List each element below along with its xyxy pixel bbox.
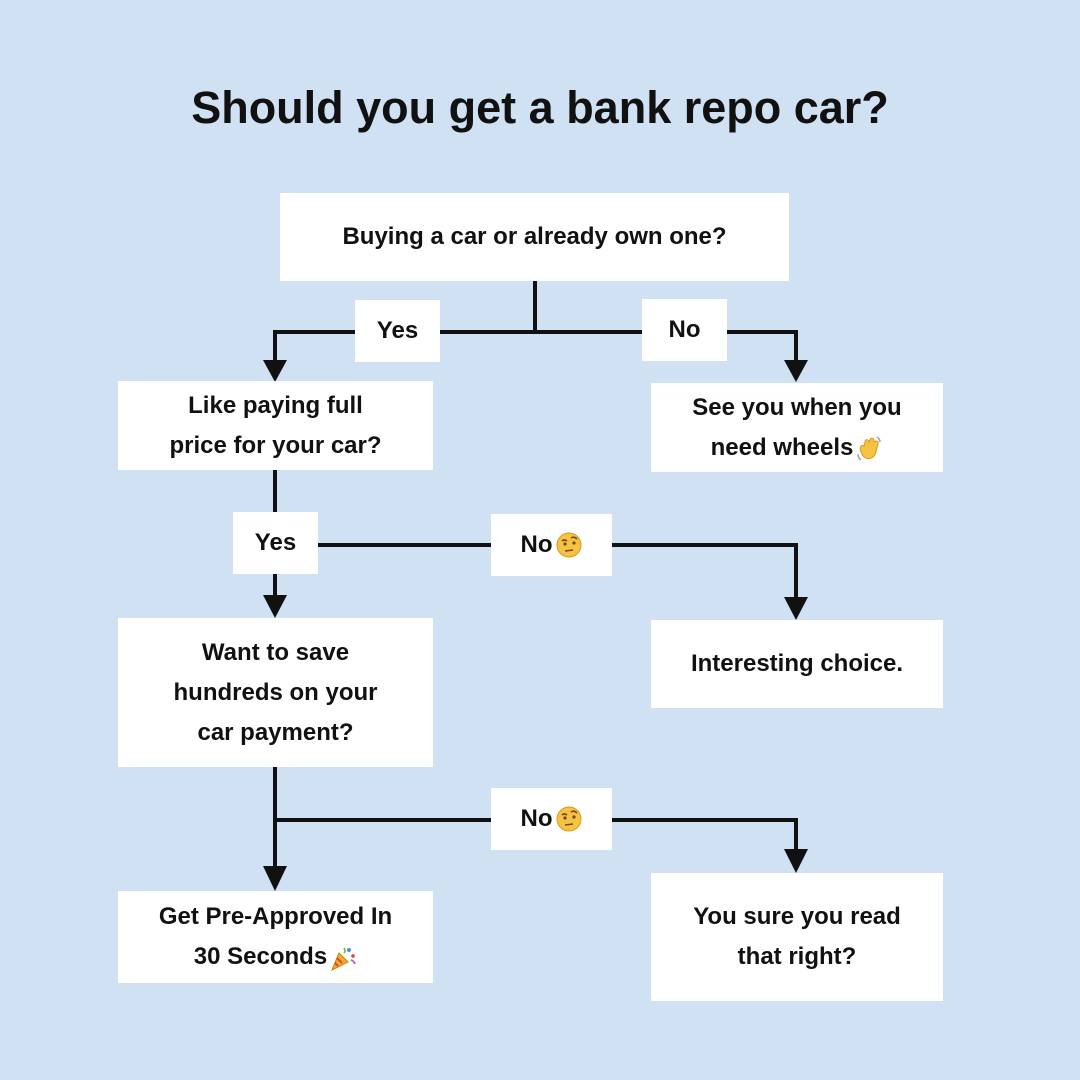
branch-label-yes-2: Yes: [233, 512, 318, 574]
arrowhead-full-price: [263, 360, 287, 382]
node-sure-read-text: You sure you read that right?: [693, 903, 901, 970]
branch-label-yes-1-text: Yes: [376, 317, 419, 344]
arrowhead-interesting: [784, 597, 808, 620]
node-full-price: Like paying full price for your car?: [118, 381, 433, 470]
arrowhead-see-you: [784, 360, 808, 382]
branch-label-no-3-text: No: [520, 805, 553, 832]
arrowhead-pre-approved: [263, 866, 287, 891]
page-title: Should you get a bank repo car?: [191, 82, 889, 133]
node-sure-read: You sure you read that right?: [651, 873, 943, 1001]
node-save-hundreds: Want to save hundreds on your car paymen…: [118, 618, 433, 767]
node-start: Buying a car or already own one?: [280, 193, 789, 281]
connector-no-2: [275, 543, 798, 598]
branch-label-no-2: No: [491, 514, 612, 576]
party-popper-icon: [331, 947, 357, 971]
connector-no-1: [535, 330, 798, 362]
node-interesting-text: Interesting choice.: [690, 650, 904, 677]
connector-yes-1: [273, 330, 535, 362]
node-pre-approved-line2: 30 Seconds: [193, 943, 328, 970]
raised-eyebrow-face-icon: [556, 806, 581, 832]
node-interesting: Interesting choice.: [651, 620, 943, 708]
branch-label-no-1: No: [642, 299, 727, 361]
node-see-you-text: See you when you need wheels: [692, 388, 902, 468]
waving-hand-icon: [857, 436, 882, 461]
node-full-price-text: Like paying full price for your car?: [169, 391, 382, 459]
arrowhead-save-hundreds: [263, 595, 287, 618]
node-see-you-label: See you when you need wheels: [692, 393, 902, 461]
arrowhead-sure-read: [784, 849, 808, 873]
node-see-you: See you when you need wheels: [651, 383, 943, 472]
branch-label-no-2-text: No: [520, 531, 553, 558]
branch-label-no-3: No: [491, 788, 612, 850]
node-save-hundreds-text: Want to save hundreds on your car paymen…: [173, 638, 378, 746]
node-start-text: Buying a car or already own one?: [342, 223, 727, 250]
branch-label-yes-2-text: Yes: [254, 529, 297, 556]
raised-eyebrow-face-icon: [556, 532, 581, 558]
node-pre-approved-line2-wrap: 30 Seconds: [194, 937, 357, 977]
branch-label-yes-1: Yes: [355, 300, 440, 362]
branch-label-no-1-text: No: [668, 316, 701, 343]
connector-no-3: [275, 818, 798, 850]
node-pre-approved: Get Pre-Approved In 30 Seconds: [118, 891, 433, 983]
node-pre-approved-line1: Get Pre-Approved In: [158, 903, 393, 930]
